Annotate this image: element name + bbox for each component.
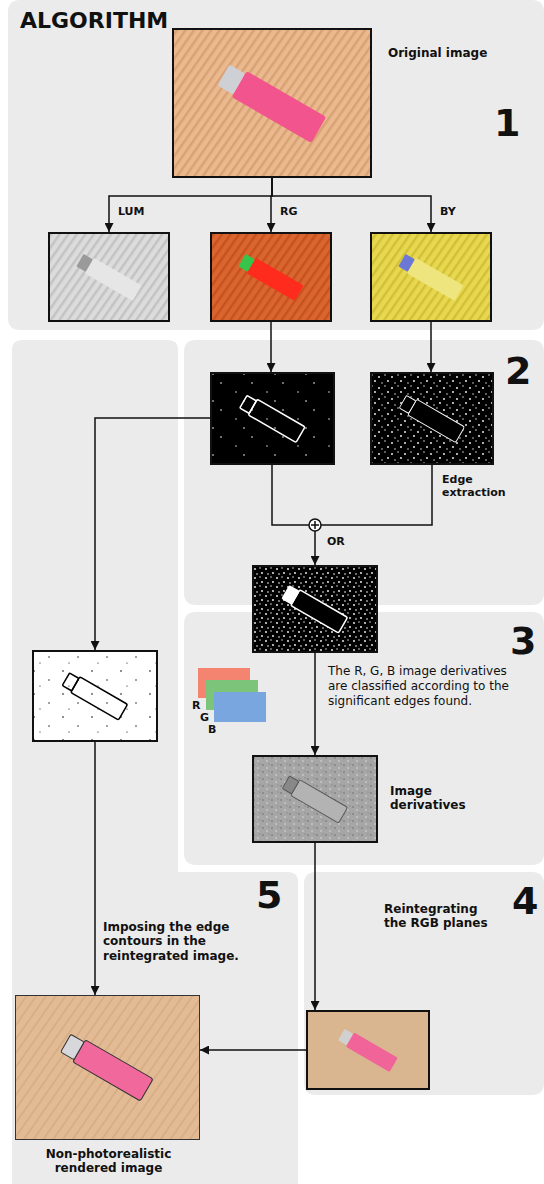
text-slot: 1 [494, 104, 540, 142]
caption-text: Image derivatives [390, 784, 486, 813]
panel-fill [12, 340, 298, 1184]
flow-arrow [94, 742, 96, 995]
flow-connector [314, 653, 316, 755]
text-slot: 2 [505, 352, 541, 390]
flow-connector [430, 322, 432, 372]
lighter-picture [75, 252, 141, 301]
lighter-outline [61, 671, 127, 720]
image-frame [33, 651, 157, 741]
lighter-picture [216, 62, 326, 143]
panel-fill [304, 872, 544, 1095]
text-slot: LUM [118, 205, 168, 218]
panel-fill [184, 612, 544, 865]
step-number: 2 [505, 352, 541, 390]
or-circle [309, 519, 321, 531]
caption-text: RG [280, 205, 330, 218]
step-panel: Imposing the edge contours in the reinte… [12, 340, 298, 1184]
lighter-outline [281, 774, 347, 823]
lighter-picture [397, 252, 463, 301]
edge-contours [32, 650, 158, 742]
by-edge-map [370, 372, 494, 465]
reintegrated-image [306, 1010, 430, 1090]
rg-channel [210, 232, 332, 322]
text-slot: OR [327, 535, 357, 548]
panel-shape [184, 612, 544, 865]
lighter-picture [59, 1032, 153, 1101]
text-slot: Imposing the edge contours in the reinte… [103, 920, 268, 963]
caption-text: LUM [118, 205, 168, 218]
lighter-outline [239, 394, 305, 443]
step-number: 4 [512, 882, 542, 920]
lighter-picture [337, 1027, 398, 1072]
text-slot: ALGORITHM [20, 10, 168, 32]
panel-shape [12, 340, 298, 1184]
text-slot: Non-photorealistic rendered image [16, 1147, 201, 1176]
plane-label: B [208, 724, 216, 735]
derivative-map [252, 755, 378, 843]
text-slot: Image derivatives [390, 784, 486, 813]
lighter-outline [281, 584, 347, 633]
caption-text: Imposing the edge contours in the reinte… [103, 920, 268, 963]
image-frame: LUM [48, 232, 170, 322]
caption-text: Edge extraction [442, 473, 524, 499]
diagram-title: ALGORITHM [20, 10, 168, 32]
plane-label: R [192, 700, 200, 711]
flow-arrow [314, 843, 316, 1010]
text-slot: 4 [512, 882, 542, 920]
flow-arrow [200, 1049, 306, 1051]
flow-arrow [270, 322, 272, 372]
combined-edge-map [252, 565, 378, 653]
image-frame: Image derivatives [252, 755, 378, 843]
caption-text: Original image [388, 46, 538, 60]
image-frame: OR [252, 565, 378, 653]
image-frame [211, 373, 334, 464]
image-frame [307, 1011, 429, 1089]
text-slot: Reintegrating the RGB planes [384, 902, 504, 931]
original-photo [172, 28, 372, 178]
text-slot: BY [440, 205, 490, 218]
lighter-outline [398, 394, 464, 443]
rg-edge-map [210, 372, 335, 465]
text-slot: G [200, 712, 209, 723]
step-number: 5 [256, 876, 290, 914]
image-frame: Edge extraction [370, 372, 494, 465]
caption-text: The R, G, B image derivatives are classi… [328, 664, 514, 709]
text-slot: Edge extraction [442, 473, 524, 499]
step-panel: The R, G, B image derivatives are classi… [184, 612, 544, 865]
or-plus [311, 521, 319, 529]
step-number: 1 [494, 104, 540, 142]
caption-text: OR [327, 535, 357, 548]
lum-channel [48, 232, 170, 322]
step-panel: 1Original imageLUMRGBY [8, 0, 544, 330]
rendered-image [15, 995, 200, 1140]
text-slot: B [208, 724, 216, 735]
b-plane [214, 692, 266, 722]
text-slot: 3 [510, 622, 542, 660]
caption-text: Reintegrating the RGB planes [384, 902, 504, 931]
text-slot: The R, G, B image derivatives are classi… [328, 664, 514, 709]
text-slot: Original image [388, 46, 538, 60]
step-panel: 2Edge extractionOR [184, 340, 544, 605]
lighter-picture [237, 252, 303, 301]
text-slot: R [192, 700, 200, 711]
image-frame: Non-photorealistic rendered image [15, 995, 200, 1140]
plane-label: G [200, 712, 209, 723]
step-panel: Reintegrating the RGB planes 4 [304, 872, 544, 1095]
step-number: 3 [510, 622, 542, 660]
text-slot: RG [280, 205, 330, 218]
caption-text: Non-photorealistic rendered image [16, 1147, 201, 1176]
caption-text: BY [440, 205, 490, 218]
image-frame: Original image [172, 28, 372, 178]
image-frame: RG [210, 232, 332, 322]
panel-fill [8, 0, 544, 330]
by-channel [370, 232, 492, 322]
text-slot: 5 [256, 876, 290, 914]
image-frame: BY [370, 232, 492, 322]
or-symbol [309, 519, 321, 531]
